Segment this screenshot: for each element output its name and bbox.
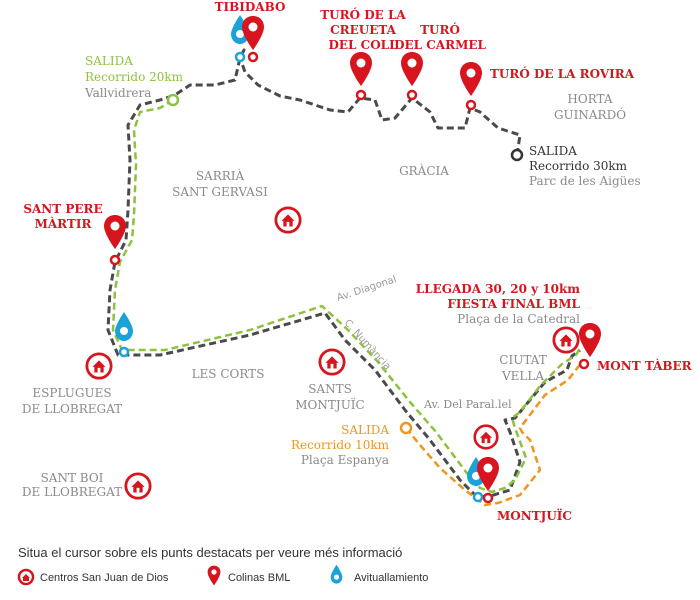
water-point[interactable] bbox=[234, 51, 246, 63]
hill-creueta-1: TURÓ DE LA bbox=[320, 6, 406, 22]
hill-creueta-3: DEL COLL bbox=[328, 38, 398, 52]
district-sant-boi-1: SANT BOI bbox=[41, 471, 104, 485]
district-sants-2: MONTJUÏC bbox=[295, 396, 364, 412]
legend-colinas-label: Colinas BML bbox=[228, 572, 290, 584]
district-sants-1: SANTS bbox=[308, 382, 352, 396]
centro-house-icon[interactable] bbox=[124, 472, 152, 500]
hill-mont-taber-label: MONT TÀBER bbox=[597, 358, 693, 373]
creueta-point[interactable] bbox=[355, 89, 367, 101]
hill-tibidabo-label: TIBIDABO bbox=[215, 0, 286, 14]
tibidabo-pin-icon[interactable] bbox=[242, 16, 264, 50]
start-20km-point[interactable] bbox=[166, 93, 180, 107]
district-les-corts: LES CORTS bbox=[192, 367, 265, 381]
svg-text:Parc de les Aigües: Parc de les Aigües bbox=[529, 174, 641, 188]
water-drop-icon[interactable] bbox=[115, 312, 133, 341]
centro-house-icon[interactable] bbox=[552, 326, 580, 354]
mont-taber-point[interactable] bbox=[578, 358, 590, 370]
start-10km-label: SALIDA Recorrido 10km Plaça Espanya bbox=[291, 423, 390, 467]
district-sarria-1: SARRIÀ bbox=[196, 168, 245, 183]
district-esplugues-1: ESPLUGUES bbox=[32, 386, 111, 400]
route-20km bbox=[111, 98, 582, 494]
start-30km-label: SALIDA Recorrido 30km Parc de les Aigües bbox=[529, 144, 641, 188]
svg-text:Recorrido 20km: Recorrido 20km bbox=[85, 70, 184, 84]
hill-labels: TIBIDABO TURÓ DE LA CREUETA DEL COLL TUR… bbox=[23, 0, 692, 523]
centro-house-icon[interactable] bbox=[318, 348, 346, 376]
svg-text:Vallvidrera: Vallvidrera bbox=[84, 86, 151, 100]
svg-text:LLEGADA 30, 20 y 10km: LLEGADA 30, 20 y 10km bbox=[416, 282, 581, 296]
district-ciutat-vella-2: VELLA bbox=[501, 369, 544, 383]
tibidabo-point[interactable] bbox=[247, 51, 259, 63]
district-esplugues-2: DE LLOBREGAT bbox=[22, 402, 122, 416]
rovira-point[interactable] bbox=[465, 99, 477, 111]
water-drop-icon bbox=[330, 564, 343, 584]
street-parallel: Av. Del Paral.lel bbox=[423, 398, 512, 411]
carmel-pin-icon[interactable] bbox=[401, 52, 423, 86]
montjuic-point[interactable] bbox=[482, 492, 494, 504]
water-point[interactable] bbox=[472, 491, 484, 503]
sant-pere-point[interactable] bbox=[109, 254, 121, 266]
street-diagonal: Av. Diagonal bbox=[336, 274, 398, 304]
montjuic-pin-icon[interactable] bbox=[477, 457, 499, 491]
district-sant-boi-2: DE LLOBREGAT bbox=[22, 485, 122, 499]
pin-icon bbox=[207, 565, 221, 586]
water-point[interactable] bbox=[118, 346, 130, 358]
svg-text:Plaça Espanya: Plaça Espanya bbox=[301, 453, 389, 467]
legend-avituallamiento-label: Avituallamiento bbox=[354, 572, 428, 584]
start-30km-point[interactable] bbox=[510, 148, 524, 162]
legend: Centros San Juan de Dios Colinas BML Avi… bbox=[17, 564, 428, 586]
svg-text:Recorrido 30km: Recorrido 30km bbox=[529, 159, 628, 173]
svg-text:Plaça de la Catedral: Plaça de la Catedral bbox=[457, 312, 580, 326]
svg-text:SALIDA: SALIDA bbox=[85, 54, 133, 68]
svg-text:Recorrido 10km: Recorrido 10km bbox=[291, 438, 390, 452]
route-10km bbox=[405, 361, 583, 507]
hill-sant-pere-2: MÀRTIR bbox=[35, 216, 93, 231]
legend-centros-label: Centros San Juan de Dios bbox=[40, 572, 169, 584]
district-labels: HORTA GUINARDÓ GRÀCIA SARRIÀ SANT GERVAS… bbox=[22, 92, 626, 499]
hill-sant-pere-1: SANT PERE bbox=[23, 202, 102, 216]
hill-carmel-1: TURÓ bbox=[420, 21, 460, 37]
centro-house-icon[interactable] bbox=[473, 424, 499, 450]
centro-house-icon[interactable] bbox=[85, 352, 113, 380]
creueta-pin-icon[interactable] bbox=[350, 52, 372, 86]
finish-label: LLEGADA 30, 20 y 10km FIESTA FINAL BML P… bbox=[416, 282, 581, 326]
hill-montjuic-label: MONTJUÏC bbox=[497, 508, 572, 523]
district-gracia: GRÀCIA bbox=[399, 163, 449, 178]
hill-carmel-2: DEL CARMEL bbox=[394, 38, 486, 52]
carmel-point[interactable] bbox=[406, 89, 418, 101]
start-20km-label: SALIDA Recorrido 20km Vallvidrera bbox=[84, 54, 184, 100]
svg-text:SALIDA: SALIDA bbox=[341, 423, 389, 437]
district-horta-1: HORTA bbox=[567, 92, 612, 106]
district-ciutat-vella-1: CIUTAT bbox=[499, 353, 546, 367]
svg-text:SALIDA: SALIDA bbox=[529, 144, 577, 158]
hill-creueta-2: CREUETA bbox=[330, 23, 397, 37]
centro-house-icon[interactable] bbox=[274, 206, 302, 234]
mont-taber-pin-icon[interactable] bbox=[579, 323, 601, 357]
district-sarria-2: SANT GERVASI bbox=[172, 185, 268, 199]
hill-rovira-label: TURÓ DE LA ROVIRA bbox=[490, 65, 635, 81]
rovira-pin-icon[interactable] bbox=[460, 62, 482, 96]
start-10km-point[interactable] bbox=[399, 421, 413, 435]
svg-text:FIESTA FINAL BML: FIESTA FINAL BML bbox=[447, 297, 580, 311]
district-horta-2: GUINARDÓ bbox=[554, 106, 626, 122]
instruction-text: Situa el cursor sobre els punts destacat… bbox=[18, 545, 402, 560]
